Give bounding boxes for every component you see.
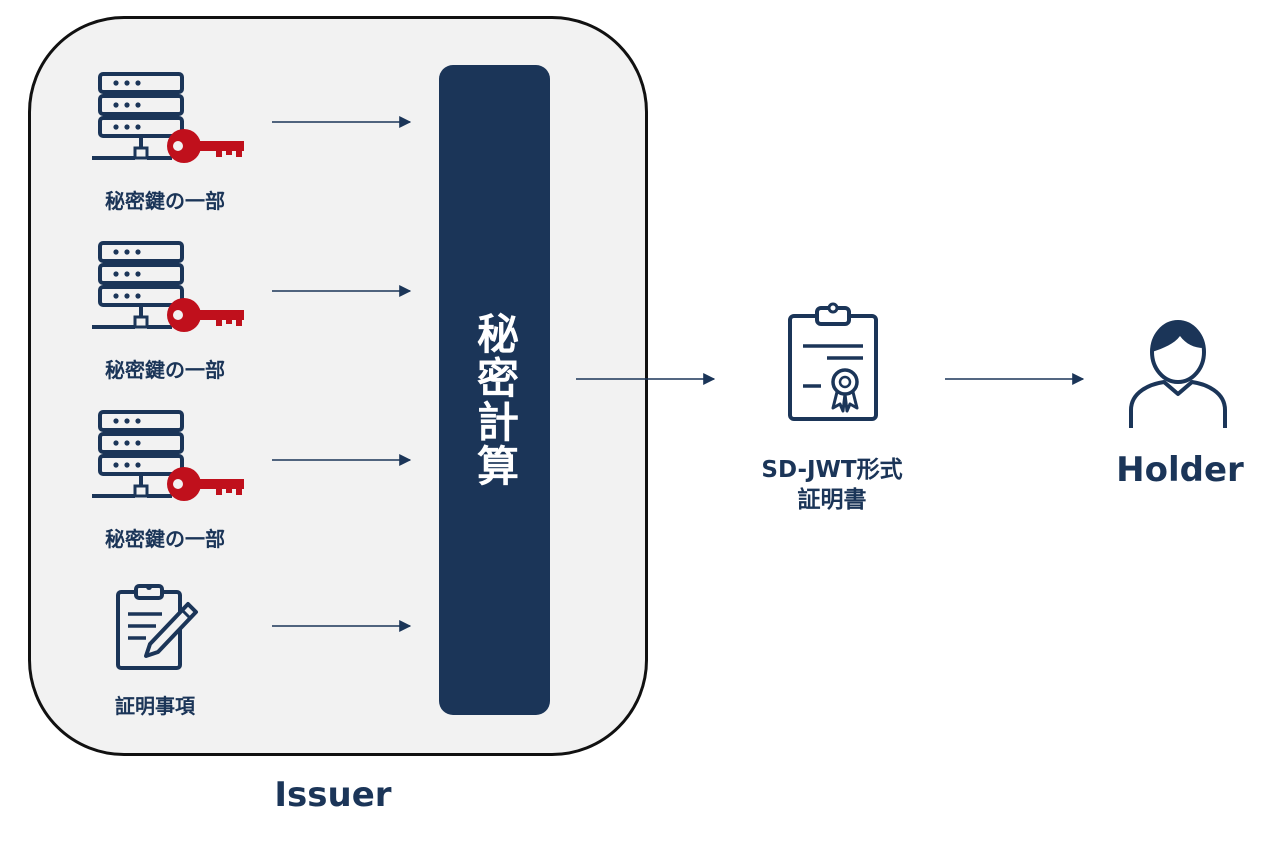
person-icon (1129, 320, 1227, 428)
arrow (945, 373, 1085, 385)
key-icon (167, 467, 244, 501)
secure-computation-label: 秘密計算 (470, 312, 520, 488)
key-share-label: 秘密鍵の一部 (105, 527, 225, 551)
certificate-icon (788, 302, 878, 421)
holder-label: Holder (1116, 450, 1244, 490)
arrow (272, 285, 412, 297)
arrow (272, 620, 412, 632)
arrow (272, 116, 412, 128)
arrow (272, 454, 412, 466)
key-icon (167, 129, 244, 163)
key-share-label: 秘密鍵の一部 (105, 358, 225, 382)
key-icon (167, 298, 244, 332)
key-share-label: 秘密鍵の一部 (105, 189, 225, 213)
arrow (576, 373, 716, 385)
secure-computation-block (439, 65, 550, 715)
issuer-label: Issuer (274, 775, 392, 815)
claims-label: 証明事項 (115, 694, 195, 718)
credential-label-line2: 証明書 (797, 487, 867, 513)
clipboard-edit-icon (116, 584, 198, 670)
credential-label-line1: SD-JWT形式 (761, 457, 903, 483)
